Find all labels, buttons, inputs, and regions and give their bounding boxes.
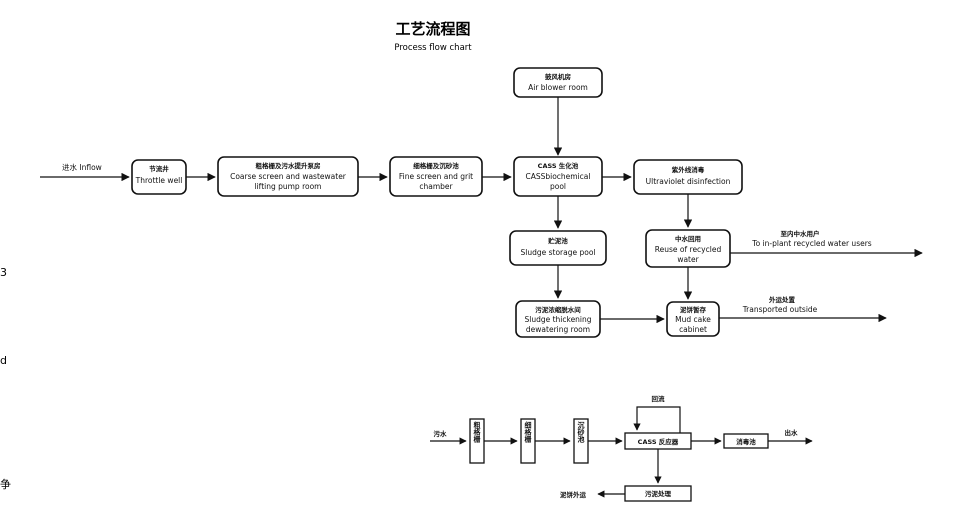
simple-sludge-treatment-text: 污泥处理	[645, 489, 672, 498]
coarse-en1: Coarse screen and wastewater	[230, 172, 347, 181]
simple-cass-text: CASS 反应器	[638, 437, 679, 446]
storage-en: Sludge storage pool	[520, 248, 595, 257]
simple-effluent-label: 出水	[785, 428, 799, 437]
reuse-en1: Reuse of recycled	[655, 245, 722, 254]
fine-cn: 细格栅及沉砂池	[413, 161, 459, 170]
edge-glyph-1: 3	[0, 266, 7, 279]
simple-node-fine: 细格栅	[520, 418, 536, 464]
simple-fine-text: 细格栅	[524, 421, 533, 444]
cass-en2: pool	[550, 182, 566, 191]
node-mud-cake-cabinet: 泥饼暂存 Mud cake cabinet	[666, 301, 720, 337]
simple-backflow-label: 回流	[652, 394, 666, 403]
simple-grit-text: 沉砂池	[577, 421, 585, 444]
mudcake-en2: cabinet	[679, 325, 707, 334]
mudcake-cn: 泥饼暂存	[680, 305, 707, 314]
node-sludge-storage-pool: 贮泥池 Sludge storage pool	[509, 230, 607, 266]
node-coarse-screen: 粗格栅及污水提升泵房 Coarse screen and wastewater …	[217, 156, 359, 197]
recycled-users-cn: 至内中水用户	[781, 229, 820, 238]
edge-glyph-3: 争	[0, 477, 11, 491]
uv-en: Ultraviolet disinfection	[646, 177, 731, 186]
simple-sludge-out-label: 泥饼外运	[560, 490, 587, 499]
fine-en2: chamber	[419, 182, 453, 191]
mudcake-en1: Mud cake	[675, 315, 711, 324]
simple-node-disinfection: 消毒池	[723, 433, 769, 449]
simple-coarse-text: 粗格栅	[473, 421, 482, 444]
node-fine-screen: 细格栅及沉砂池 Fine screen and grit chamber	[389, 156, 483, 197]
cass-cn: CASS 生化池	[538, 161, 579, 170]
air-blower-en: Air blower room	[528, 83, 588, 92]
simple-sewage-label: 污水	[434, 429, 448, 438]
storage-cn: 贮泥池	[547, 236, 568, 245]
reuse-en2: water	[677, 255, 699, 264]
throttle-en: Throttle well	[135, 176, 183, 185]
node-air-blower-room: 鼓风机房 Air blower room	[513, 67, 603, 98]
node-cass-pool: CASS 生化池 CASSbiochemical pool	[513, 156, 603, 197]
node-sludge-thickening-room: 污泥浓缩脱水间 Sludge thickening dewatering roo…	[515, 300, 601, 338]
fine-en1: Fine screen and grit	[399, 172, 473, 181]
outside-en: Transported outside	[742, 305, 818, 314]
inflow-label: 进水 Inflow	[62, 162, 102, 172]
recycled-users-en: To in-plant recycled water users	[751, 239, 872, 248]
edge-glyph-2: d	[0, 354, 7, 367]
simple-node-sludge-treatment: 污泥处理	[624, 485, 692, 502]
thickening-en2: dewatering room	[526, 325, 590, 334]
node-reuse-recycled-water: 中水回用 Reuse of recycled water	[645, 229, 731, 268]
throttle-cn: 节流井	[149, 164, 169, 173]
uv-cn: 紫外线消毒	[672, 165, 705, 174]
outside-cn: 外运处置	[769, 295, 796, 304]
node-uv-disinfection: 紫外线消毒 Ultraviolet disinfection	[633, 159, 743, 195]
title-en: Process flow chart	[394, 43, 472, 53]
simple-node-coarse: 粗格栅	[469, 418, 485, 464]
air-blower-cn: 鼓风机房	[545, 72, 572, 81]
cass-en1: CASSbiochemical	[525, 172, 590, 181]
coarse-en2: lifting pump room	[255, 182, 322, 191]
thickening-cn: 污泥浓缩脱水间	[535, 305, 581, 314]
thickening-en1: Sludge thickening	[524, 315, 591, 324]
simple-disinfection-text: 消毒池	[736, 437, 756, 446]
node-throttle-well: 节流井 Throttle well	[131, 159, 187, 195]
simple-arrow-backflow	[633, 406, 681, 433]
simple-node-cass: CASS 反应器	[624, 432, 692, 450]
simple-node-grit: 沉砂池	[573, 418, 589, 464]
reuse-cn: 中水回用	[675, 234, 701, 243]
title-cn: 工艺流程图	[395, 20, 470, 38]
coarse-cn: 粗格栅及污水提升泵房	[256, 161, 322, 170]
